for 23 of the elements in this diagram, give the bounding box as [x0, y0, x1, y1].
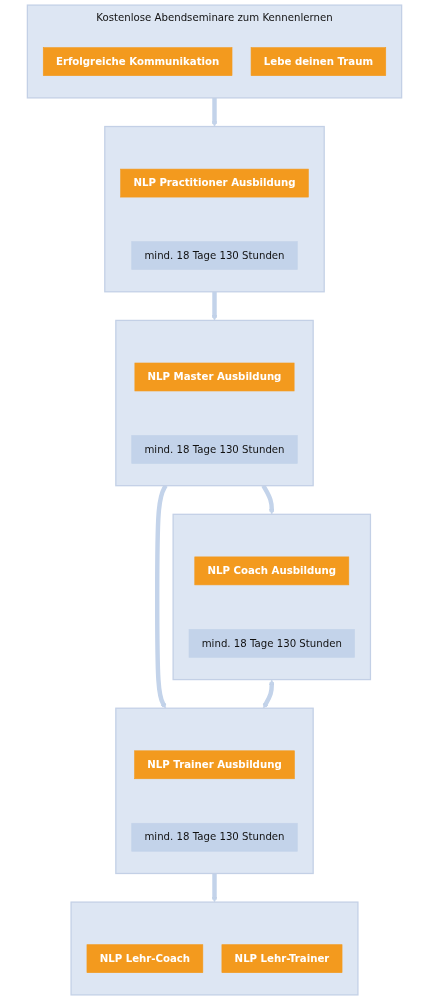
cluster: [70, 901, 359, 996]
node-box: mind. 18 Tage 130 Stunden: [131, 435, 298, 464]
node-box: NLP Coach Ausbildung: [194, 556, 350, 586]
arrow: [261, 484, 275, 515]
node-box: NLP Lehr-Coach: [86, 944, 204, 973]
node-box: NLP Lehr-Trainer: [221, 944, 343, 973]
cluster: [115, 707, 314, 875]
node-box: mind. 18 Tage 130 Stunden: [131, 241, 298, 270]
arrow: [211, 291, 218, 321]
arrow: [211, 97, 218, 127]
node-box: NLP Trainer Ausbildung: [134, 750, 295, 780]
arrow: [155, 484, 168, 709]
node-box: mind. 18 Tage 130 Stunden: [188, 629, 355, 658]
node-box: mind. 18 Tage 130 Stunden: [131, 822, 298, 852]
node-box: Lebe deinen Traum: [250, 47, 387, 76]
arrow: [211, 873, 218, 903]
node-box: NLP Practitioner Ausbildung: [120, 168, 309, 198]
node-box: NLP Master Ausbildung: [134, 362, 295, 392]
node-box: Erfolgreiche Kommunikation: [42, 47, 233, 76]
cluster: [104, 125, 325, 293]
arrow: [262, 679, 275, 709]
cluster: [115, 319, 314, 487]
cluster: [172, 513, 372, 681]
